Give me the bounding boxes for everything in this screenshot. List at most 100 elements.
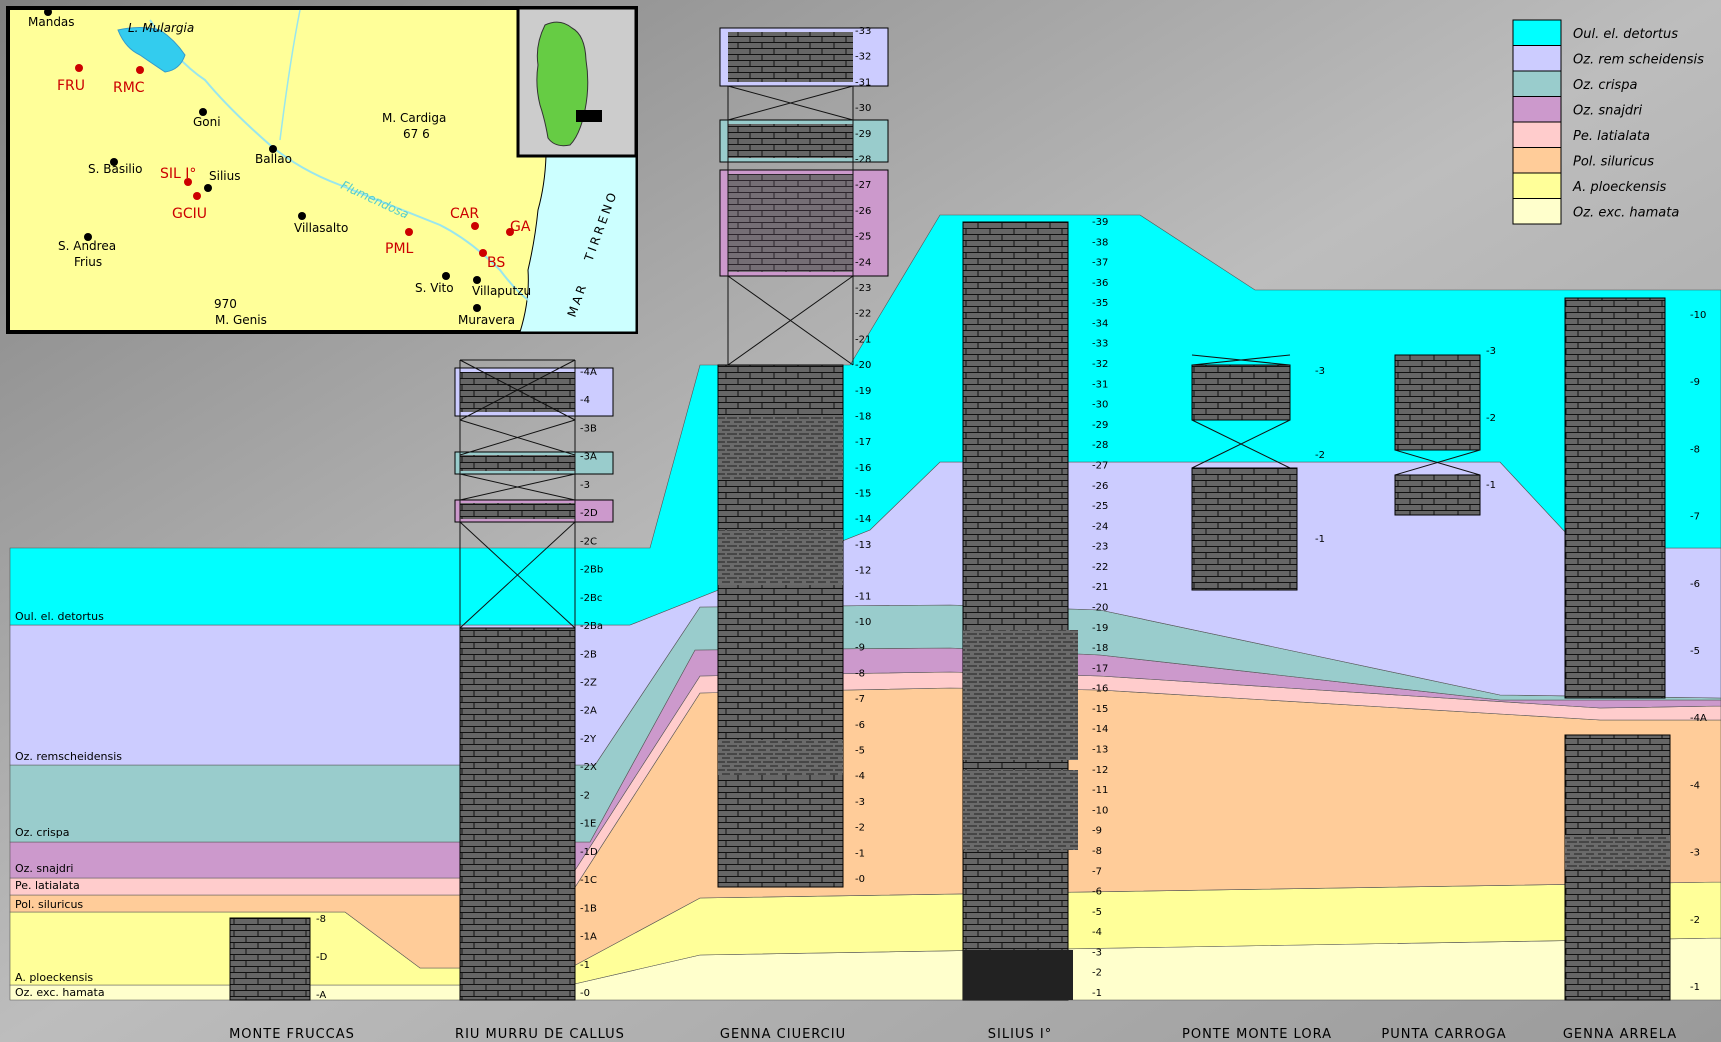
sample-label: -32 (855, 52, 871, 63)
sample-label: -14 (1092, 724, 1108, 735)
sample-label: -17 (1092, 663, 1108, 674)
column-ponte-monte-lora (1192, 468, 1297, 590)
column-silius-dark-base (963, 950, 1073, 1000)
place-cardiga-elev: 67 6 (403, 127, 430, 141)
sample-label: -24 (1092, 521, 1108, 532)
sample-label: -34 (1092, 318, 1108, 329)
place-s-basilio: S. Basilio (88, 162, 142, 176)
location-map: Mandas L. Mulargia Goni Ballao M. Cardig… (8, 8, 636, 332)
sample-label: -39 (1092, 217, 1108, 228)
sample-label: -15 (855, 489, 871, 500)
section-name-ponte-monte-lora: PONTE MONTE LORA (1182, 1027, 1332, 1042)
sample-label: -2D (580, 508, 598, 519)
column-genna-arrela-marl (1565, 835, 1670, 870)
sample-label: -2 (1690, 915, 1700, 926)
sample-label: -29 (1092, 420, 1108, 431)
column-silius-marl-1 (963, 630, 1078, 760)
column-genna-ciuerciu-marl-1 (718, 415, 843, 480)
sample-label: -2Bb (580, 565, 603, 576)
sample-label: -23 (855, 283, 871, 294)
sample-label: -12 (855, 566, 871, 577)
legend-swatch-hamata (1513, 199, 1561, 225)
sample-label: -24 (855, 257, 871, 268)
sample-label: -5 (1690, 646, 1700, 657)
sample-label: -2Ba (580, 621, 603, 632)
sample-label: -9 (1092, 826, 1102, 837)
place-m-genis: M. Genis (215, 313, 267, 327)
sample-label: -3B (580, 423, 597, 434)
zone-label-detortus: Oul. el. detortus (15, 610, 104, 623)
sample-label: -33 (1092, 339, 1108, 350)
legend-label-ploeckensis: A. ploeckensis (1572, 180, 1667, 195)
sample-label: -19 (855, 386, 871, 397)
sample-label: -18 (855, 411, 871, 422)
column-riu-murru-upper-3-rock (460, 503, 575, 519)
sample-label: -16 (855, 463, 871, 474)
legend-swatch-snajdri (1513, 97, 1561, 123)
column-punta-carroga-upper (1395, 355, 1480, 450)
sample-label: -38 (1092, 237, 1108, 248)
legend-label-latialata: Pe. latialata (1573, 129, 1650, 144)
sample-label: -5 (1092, 907, 1102, 918)
zone-label-siluricus: Pol. siluricus (15, 898, 83, 911)
zone-label-ploeckensis: A. ploeckensis (15, 971, 93, 984)
section-name-genna-arrela: GENNA ARRELA (1563, 1027, 1677, 1042)
sample-label: -8 (1092, 846, 1102, 857)
sample-label: -9 (855, 643, 865, 654)
sample-label: -2C (580, 536, 597, 547)
place-s-vito: S. Vito (415, 281, 454, 295)
sample-label: -36 (1092, 278, 1108, 289)
column-genna-ciuerciu-upper-1-rock (728, 32, 853, 82)
sample-label: -17 (855, 437, 871, 448)
place-genis-elev: 970 (214, 297, 237, 311)
sample-label: -2Bc (580, 593, 602, 604)
sample-label: -25 (855, 232, 871, 243)
site-sil: SIL I° (160, 166, 196, 182)
zone-label-snajdri: Oz. snajdri (15, 862, 74, 875)
sample-label: -21 (1092, 582, 1108, 593)
sample-label: -1 (1092, 988, 1102, 999)
place-m-cardiga: M. Cardiga (382, 111, 446, 125)
sample-label: -1B (580, 903, 597, 914)
sample-label: -29 (855, 129, 871, 140)
site-rmc: RMC (113, 80, 145, 96)
legend-swatch-remscheidensis (1513, 46, 1561, 72)
column-riu-murru-upper-1-rock (460, 372, 575, 412)
legend-label-detortus: Oul. el. detortus (1573, 27, 1678, 42)
section-name-riu-murru-de-callus: RIU MURRU DE CALLUS (455, 1027, 625, 1042)
sample-label: -2 (1315, 450, 1325, 461)
sample-label: -8 (855, 668, 865, 679)
sample-label: -7 (1092, 866, 1102, 877)
sample-label: -2 (1092, 968, 1102, 979)
place-muravera: Muravera (458, 313, 515, 327)
sample-label: -4A (1690, 713, 1707, 724)
sample-label: -11 (1092, 785, 1108, 796)
place-frius: Frius (74, 255, 102, 269)
sample-label: -20 (1092, 603, 1108, 614)
sample-label: -4 (1690, 780, 1700, 791)
sample-label: -27 (1092, 460, 1108, 471)
section-name-punta-carroga: PUNTA CARROGA (1381, 1027, 1506, 1042)
sample-label: -1E (580, 819, 596, 830)
sample-label: -3A (580, 452, 597, 463)
place-villasalto: Villasalto (294, 221, 348, 235)
sample-label: -11 (855, 591, 871, 602)
sample-label: -10 (855, 617, 871, 628)
sample-label: -2 (855, 823, 865, 834)
legend-label-crispa: Oz. crispa (1573, 78, 1637, 93)
zone-label-latialata: Pe. latialata (15, 879, 80, 892)
sample-label: -22 (1092, 562, 1108, 573)
sample-label: -4 (855, 771, 865, 782)
sample-label: -30 (1092, 400, 1108, 411)
sample-label: -2A (580, 706, 597, 717)
section-name-genna-ciuerciu: GENNA CIUERCIU (720, 1027, 846, 1042)
sample-label: -A (316, 990, 326, 1001)
sample-label: -1A (580, 932, 597, 943)
sample-label: -1 (1315, 534, 1325, 545)
sample-label: -8 (316, 914, 326, 925)
sample-label: -26 (1092, 481, 1108, 492)
zone-label-hamata: Oz. exc. hamata (15, 986, 105, 999)
sample-label: -4 (580, 395, 590, 406)
site-gciu: GCIU (172, 206, 207, 222)
